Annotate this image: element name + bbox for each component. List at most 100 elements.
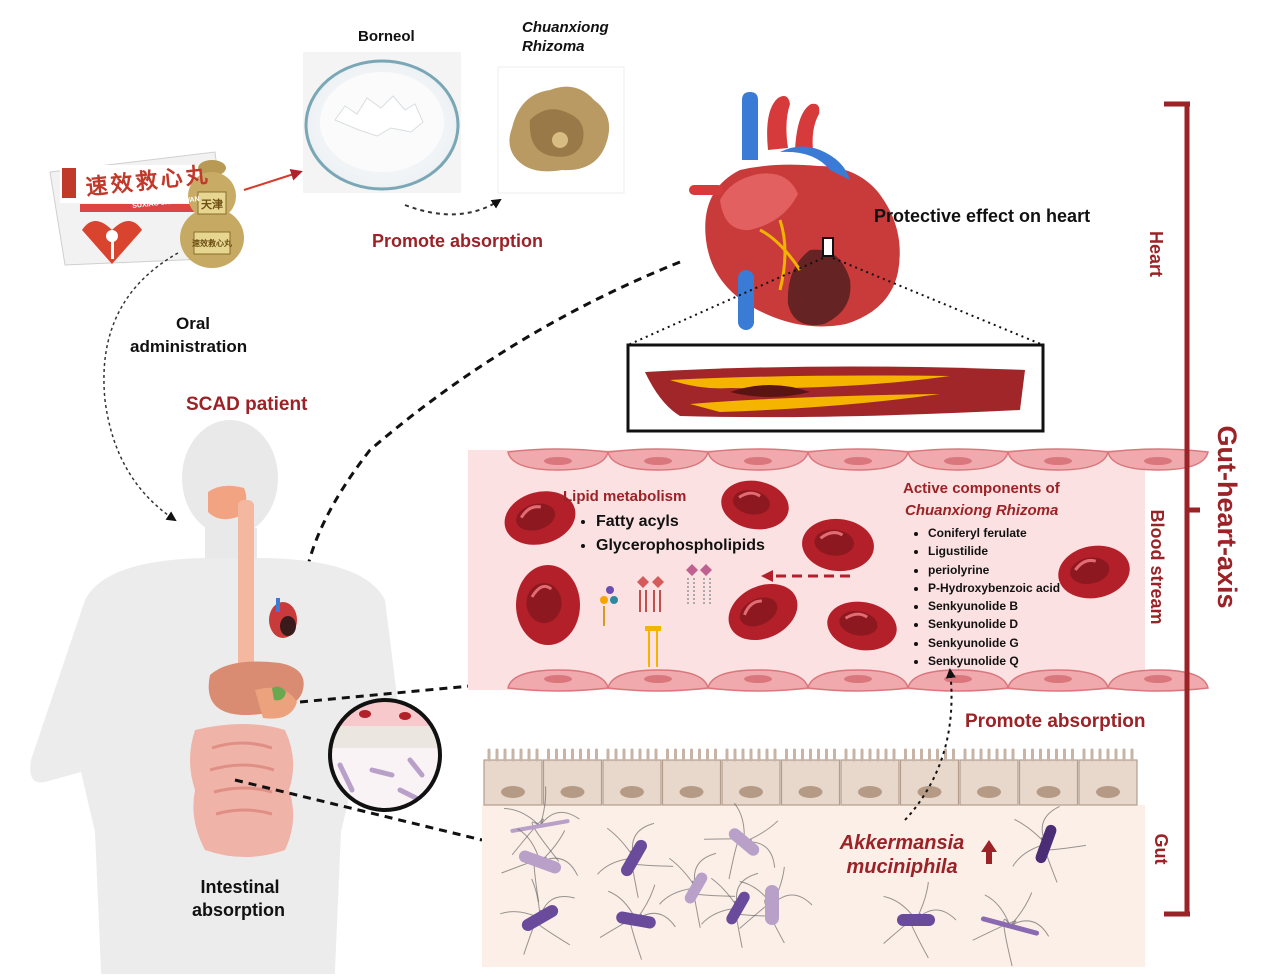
bacterium [739, 866, 813, 944]
component-item: Senkyunolide B [928, 597, 1060, 615]
epithelial-cell [840, 759, 900, 806]
component-item: P-Hydroxybenzoic acid [928, 579, 1060, 597]
axis-label-blood-stream: Blood stream [1147, 509, 1167, 625]
lipid-item: Glycerophospholipids [596, 534, 765, 558]
active-components-title-line2: Chuanxiong Rhizoma [905, 502, 1059, 519]
bacterium [883, 881, 957, 959]
bacterium [500, 878, 575, 955]
intestinal-label-line1: Intestinal [200, 877, 280, 897]
axis-bracket [1164, 101, 1200, 917]
intestine-magnifier [328, 698, 442, 812]
zoom-line-intestine-to-gut [234, 778, 483, 842]
bacterium [704, 802, 779, 880]
epithelial-cell [483, 759, 543, 806]
chuanxiong-label-line1: Chuanxiong [522, 19, 609, 36]
axis-label-gut: Gut [1151, 833, 1171, 865]
gut-bacteria [500, 786, 1087, 967]
cell-nucleus [644, 675, 672, 683]
akkermansia-label-line1: Akkermansia [839, 832, 965, 854]
vessel-cross-section [626, 343, 1045, 433]
cell-nucleus [679, 786, 704, 798]
oral-label-line1: Oral [175, 314, 211, 333]
cell-nucleus [944, 675, 972, 683]
axis-label-main: Gut-heart-axis [1212, 425, 1242, 609]
red-blood-cell [802, 518, 874, 572]
bacterium [597, 822, 674, 898]
epithelial-cell [602, 759, 662, 806]
cell-nucleus [798, 786, 823, 798]
cell-nucleus [744, 457, 772, 465]
zoom-line-right [832, 257, 1044, 346]
active-components-list: Coniferyl ferulate Ligustilide periolyri… [910, 524, 1060, 670]
cell-nucleus [560, 786, 585, 798]
lipid-list: Fatty acyls Glycerophospholipids [578, 510, 765, 558]
intestinal-label-line2: absorption [192, 900, 285, 920]
bottle-label-bottom: 速效救心丸 [192, 239, 232, 248]
cell-nucleus [644, 457, 672, 465]
active-components-title-line1: Active components of [903, 480, 1060, 497]
cell-nucleus [917, 786, 942, 798]
arrow-box-to-borneol [243, 169, 303, 191]
cell-nucleus [858, 786, 882, 798]
arrow-borneol-to-chuanxiong [404, 198, 502, 216]
epithelial-cell [780, 759, 841, 806]
lipid-item: Fatty acyls [596, 510, 765, 534]
epithelial-cell [959, 759, 1019, 806]
bacterium [504, 786, 580, 862]
component-item: periolyrine [928, 561, 1060, 579]
chuanxiong-label-line2: Rhizoma [522, 38, 585, 55]
axis-label-heart: Heart [1146, 230, 1166, 278]
bacterium [501, 828, 579, 903]
component-item: Ligustilide [928, 542, 1060, 560]
blood-stream-panel [468, 448, 1209, 692]
red-blood-cell [728, 583, 798, 641]
increase-arrow [981, 840, 997, 864]
cell-nucleus [1036, 786, 1061, 798]
lipid-molecules [600, 564, 712, 667]
akkermansia-label-line2: muciniphila [846, 856, 958, 878]
cell-nucleus [1144, 675, 1172, 683]
bacterium [701, 872, 778, 948]
red-blood-cell [721, 480, 789, 530]
borneol-label: Borneol [358, 28, 415, 45]
cell-nucleus [844, 675, 872, 683]
red-blood-cells [504, 480, 1130, 651]
cell-nucleus [977, 786, 1001, 798]
arrow-body-to-heart [297, 260, 681, 612]
component-item: Senkyunolide G [928, 634, 1060, 652]
cell-nucleus [844, 457, 872, 465]
epithelial-cell [542, 759, 603, 806]
cell-nucleus [744, 675, 772, 683]
gut-panel [482, 748, 1145, 967]
red-blood-cell [504, 491, 576, 545]
bacterium [1012, 805, 1087, 883]
epithelial-cell [721, 759, 781, 806]
epithelial-cell [1018, 759, 1079, 806]
epithelial-cell [661, 759, 722, 806]
cell-nucleus [1096, 786, 1120, 798]
human-body [30, 420, 406, 979]
oral-label-line2: administration [130, 337, 248, 356]
red-blood-cell [827, 601, 897, 651]
epithelial-cell [1078, 759, 1138, 806]
heart-illustration [689, 92, 900, 330]
red-blood-cell [1058, 545, 1130, 599]
promote-absorption-bottom: Promote absorption [965, 711, 1146, 732]
cell-nucleus [544, 675, 572, 683]
cell-nucleus [944, 457, 972, 465]
zoom-line-liver-to-blood [299, 684, 471, 704]
component-item: Coniferyl ferulate [928, 524, 1060, 542]
component-item: Senkyunolide Q [928, 652, 1060, 670]
cell-nucleus [544, 457, 572, 465]
scad-patient-label: SCAD patient [186, 394, 308, 415]
arrow-box-to-mouth [103, 252, 179, 522]
chuanxiong-image [497, 66, 625, 194]
cell-nucleus [1044, 675, 1072, 683]
cell-nucleus [620, 786, 644, 798]
red-blood-cell [516, 565, 580, 645]
protective-effect-label: Protective effect on heart [874, 206, 1091, 226]
arrow-gut-to-blood [904, 668, 956, 821]
medicine-bottle [180, 160, 244, 268]
